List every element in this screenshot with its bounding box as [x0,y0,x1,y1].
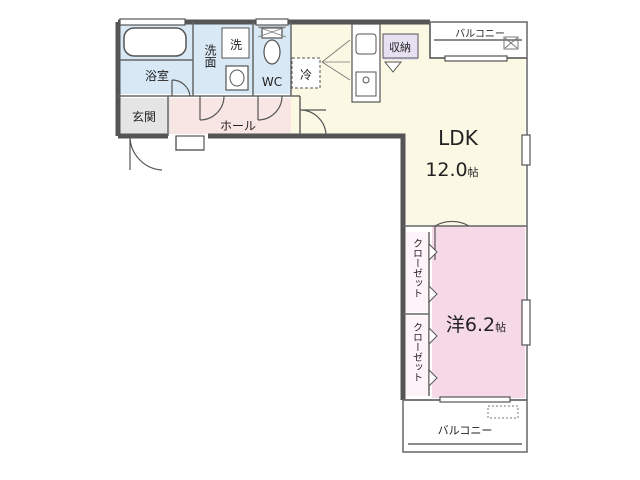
ldk-size-label: 12.0帖 [425,159,478,181]
closet-1-area [403,232,429,312]
balcony-bottom-label: バルコニー [438,424,493,437]
toilet-tank-icon [261,27,283,39]
balcony-hatch-icon [487,405,519,419]
western-unit-label: 帖 [495,321,506,334]
toilet-bowl-icon [263,39,281,65]
ldk-area [291,24,525,226]
ldk-name-label: LDK [438,126,479,150]
ldk-unit-label: 帖 [468,166,479,179]
closet-1-label: クローゼット [411,238,423,298]
bathroom-label: 浴室 [145,68,169,83]
closet-2-label: クローゼット [411,322,423,382]
bath-door-swing [171,79,191,97]
windows [119,18,531,403]
kitchen-sink-icon [355,33,377,55]
washroom-door-swing [199,95,225,121]
laundry-label: 洗 [230,38,242,52]
hall-label: ホール [220,119,256,133]
western-room-area [432,226,525,398]
ldk-door-swing [299,109,327,135]
balcony-top-label: バルコニー [455,28,505,40]
storage-label-box [382,33,419,59]
stove-icon [355,71,377,97]
closet-2-area [403,316,429,396]
entrance-door-swing [129,135,163,171]
shoe-box [175,135,205,151]
entrance-area [120,98,170,134]
ldk-size-value: 12.0 [425,159,467,181]
fridge-label: 冷 [300,68,312,82]
hall-area [170,98,300,134]
burner-icon [362,76,370,84]
storage-arrow-icon [383,61,403,73]
toilet-label: WC [262,75,282,89]
western-name-label: 洋 [446,314,465,336]
wash-basin-bowl-icon [229,69,245,87]
range-hood-icon [321,39,351,81]
bathtub-icon [123,27,187,57]
closet-door-marks [428,242,438,388]
hall-door-swing [175,136,204,151]
washroom-label-1: 洗面 [203,44,217,68]
balcony-x-icon [504,37,518,49]
wc-door-swing [257,95,283,121]
western-room-label: 洋6.2帖 [446,314,506,336]
western-size-value: 6.2 [465,314,495,336]
toilet-x-icon [257,26,287,38]
fridge-icon [291,57,321,89]
storage-label: 収納 [389,41,411,54]
laundry-box [221,27,250,59]
entrance-label: 玄関 [132,109,156,124]
balcony-box-icon [503,36,519,50]
